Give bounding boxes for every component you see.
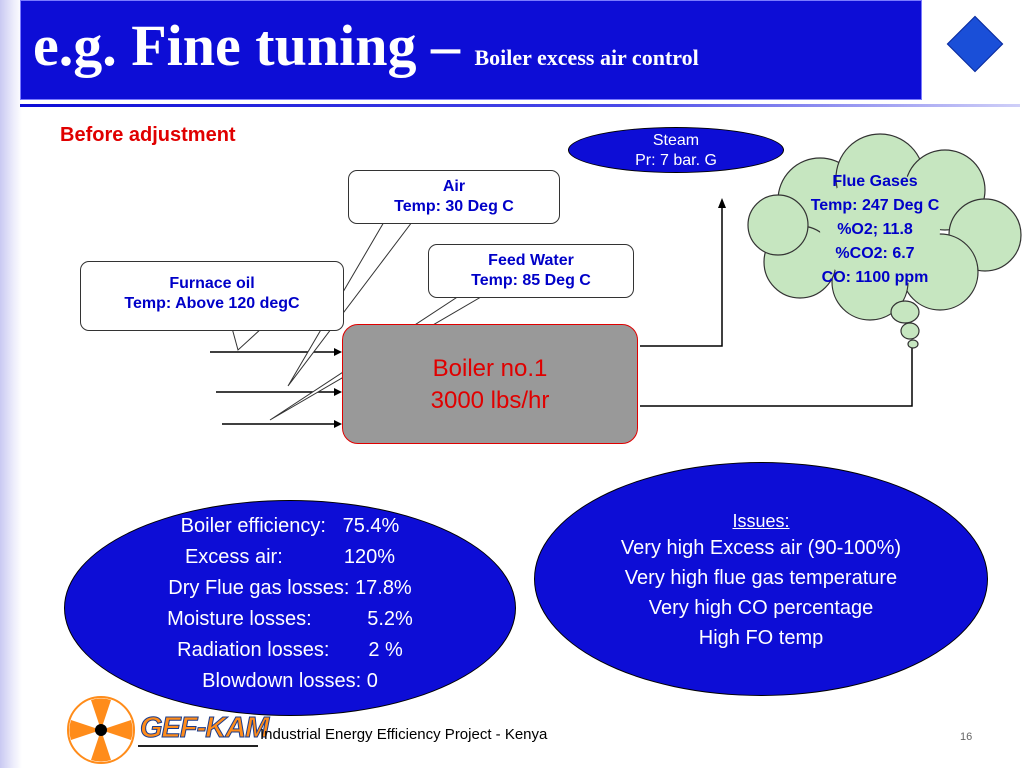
steam-pressure: Pr: 7 bar. G [635, 152, 717, 169]
title-main-text: e.g. Fine tuning – [33, 13, 460, 78]
arrowhead [718, 198, 726, 208]
flue-gas-temp: Temp: 247 Deg C [810, 197, 940, 214]
flue-output-line [640, 342, 913, 407]
air-callout-title: Air [442, 178, 466, 195]
issues-heading: Issues: [732, 511, 790, 531]
furnace-oil-callout-tail [231, 327, 264, 351]
arrowhead [334, 388, 342, 396]
before-adjustment-label: Before adjustment [60, 124, 236, 146]
furnace-oil-callout: Furnace oil Temp: Above 120 degC [80, 261, 344, 331]
title-subtitle: Boiler excess air control [474, 45, 699, 70]
flue-gas-co: CO: 1100 ppm [821, 269, 929, 286]
flue-gas-title: Flue Gases [832, 173, 918, 190]
footer-divider [138, 745, 258, 747]
boiler-name: Boiler no.1 [432, 355, 548, 382]
flue-gas-co2: %CO2: 6.7 [835, 245, 915, 262]
issue-item: High FO temp [698, 627, 824, 649]
steam-output-line [640, 206, 723, 347]
furnace-oil-callout-temp: Temp: Above 120 degC [124, 295, 300, 312]
steam-ellipse: Steam Pr: 7 bar. G [568, 127, 784, 173]
efficiency-line: Boiler efficiency: 75.4% [180, 515, 400, 537]
feed-water-callout-title: Feed Water [488, 252, 574, 269]
issue-item: Very high Excess air (90-100%) [620, 537, 902, 559]
arrowhead [334, 348, 342, 356]
flue-gas-o2: %O2; 11.8 [837, 221, 913, 238]
issues-oval: Issues: Very high Excess air (90-100%) V… [534, 462, 988, 696]
efficiency-oval: Boiler efficiency: 75.4% Excess air: 120… [64, 500, 516, 716]
issue-item: Very high CO percentage [648, 597, 874, 619]
gef-kam-logo-text: GEF-KAM [139, 712, 269, 745]
furnace-oil-callout-title: Furnace oil [169, 275, 255, 292]
issue-item: Very high flue gas temperature [624, 567, 898, 589]
page-number: 16 [960, 731, 973, 743]
blowdown-loss-line: Blowdown losses: 0 [202, 670, 378, 692]
boiler-box: Boiler no.1 3000 lbs/hr [342, 324, 638, 444]
arrowhead [334, 420, 342, 428]
footer-project-text: Industrial Energy Efficiency Project - K… [260, 726, 548, 743]
flue-gas-text: Flue Gases Temp: 247 Deg C %O2; 11.8 %CO… [765, 170, 985, 290]
steam-label: Steam [652, 132, 700, 149]
flue-gas-cloud [747, 133, 1022, 349]
dry-flue-loss-line: Dry Flue gas losses: 17.8% [168, 577, 412, 599]
air-callout-temp: Temp: 30 Deg C [394, 198, 514, 215]
title-underline [20, 104, 1020, 107]
moisture-loss-line: Moisture losses: 5.2% [167, 608, 413, 630]
air-callout: Air Temp: 30 Deg C [348, 170, 560, 224]
feed-water-callout-temp: Temp: 85 Deg C [471, 272, 591, 289]
boiler-capacity: 3000 lbs/hr [430, 387, 550, 414]
gef-kam-logo-icon [67, 696, 135, 764]
excess-air-line: Excess air: 120% [184, 546, 396, 568]
left-gradient-strip [0, 0, 22, 768]
slide-title: e.g. Fine tuning – Boiler excess air con… [33, 11, 699, 93]
feed-water-callout: Feed Water Temp: 85 Deg C [428, 244, 634, 298]
title-bar: e.g. Fine tuning – Boiler excess air con… [20, 0, 922, 100]
radiation-loss-line: Radiation losses: 2 % [177, 639, 403, 661]
